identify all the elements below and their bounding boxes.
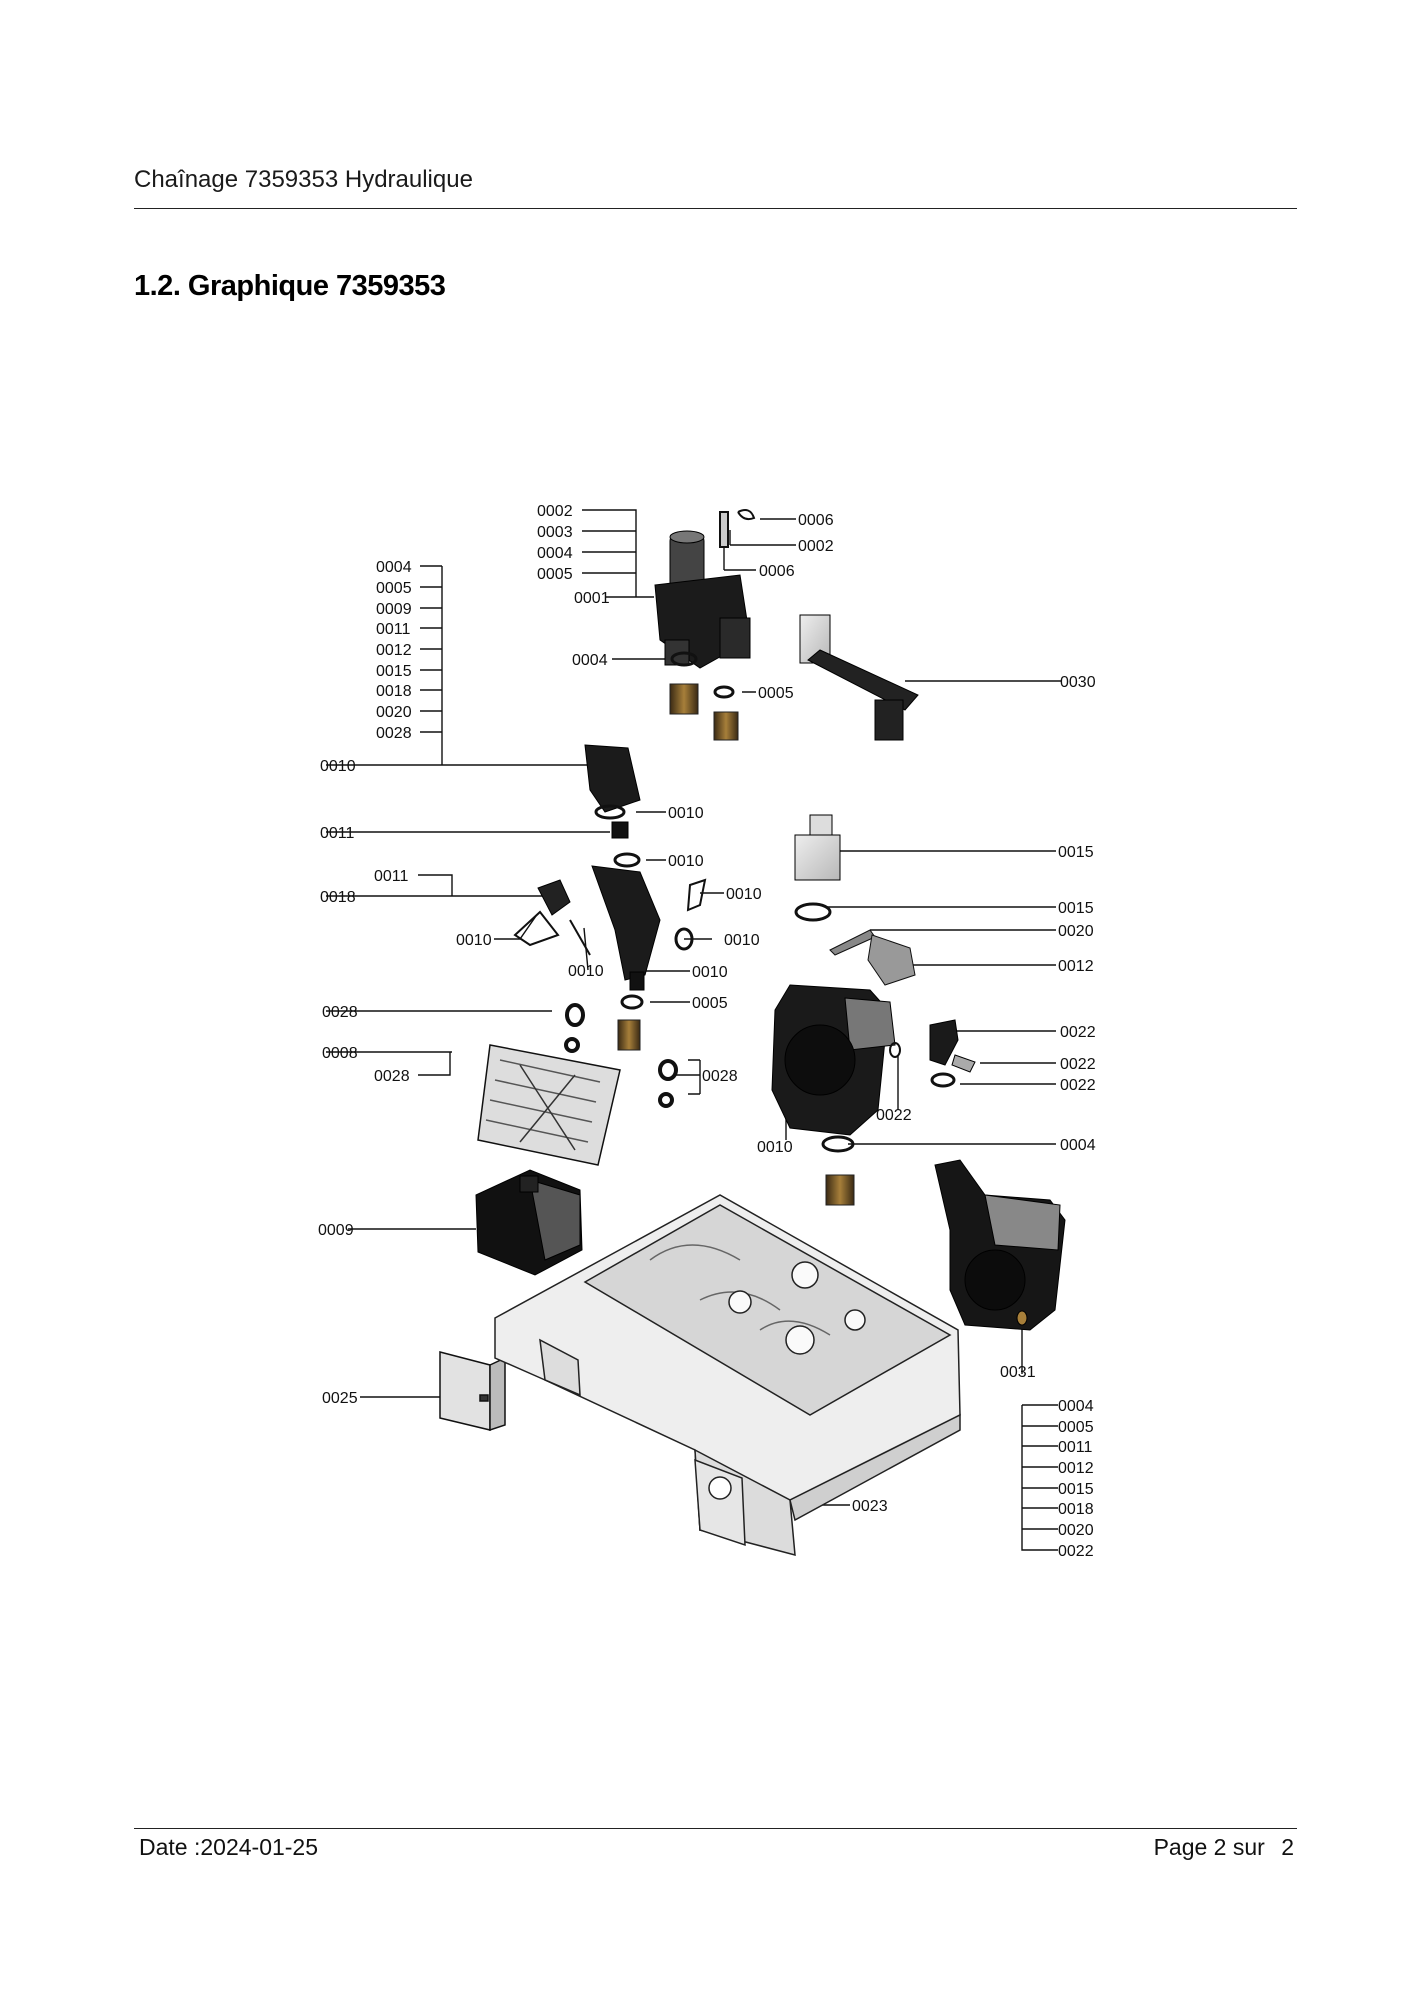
- callout-label: 0031: [1000, 1364, 1036, 1381]
- callout-label: 0010: [692, 964, 728, 981]
- callout-label: 0011: [376, 621, 411, 638]
- footer-divider: [134, 1828, 1297, 1829]
- diverter-valve-part: [654, 530, 751, 669]
- electronics-box-part: [439, 1351, 506, 1432]
- clip-part: [719, 509, 756, 548]
- callout-label: 0012: [1058, 958, 1094, 975]
- o-ring-part: [794, 902, 832, 922]
- callout-label: 0004: [1060, 1137, 1096, 1154]
- callout-label: 0015: [376, 663, 412, 680]
- callout-label: 0025: [322, 1390, 358, 1407]
- document-header-title: Chaînage 7359353 Hydraulique: [134, 166, 473, 193]
- callout-label: 0008: [322, 1045, 358, 1062]
- callout-label: 0005: [692, 995, 728, 1012]
- callout-label: 0010: [757, 1139, 793, 1156]
- flow-limiter-part: [829, 929, 916, 986]
- page-label: Page 2 sur: [1153, 1834, 1265, 1860]
- callout-label: 0004: [376, 559, 412, 576]
- brass-fitting-part: [617, 1019, 641, 1051]
- callout-label: 0002: [798, 538, 834, 555]
- chassis-frame-part: [494, 1194, 961, 1556]
- o-ring-part: [713, 685, 735, 699]
- o-ring-part: [821, 1135, 855, 1153]
- callout-label: 0022: [1058, 1543, 1094, 1560]
- footer-pagination: Page 2 sur 2: [1154, 1834, 1294, 1861]
- callout-label: 0022: [1060, 1056, 1096, 1073]
- callout-label: 0028: [376, 725, 412, 742]
- callout-label: 0022: [876, 1107, 912, 1124]
- bypass-pipe-part: [799, 614, 919, 741]
- callout-label: 0009: [376, 601, 412, 618]
- callout-label: 0010: [568, 963, 604, 980]
- callout-label: 0010: [724, 932, 760, 949]
- elbow-fitting-part: [889, 1019, 976, 1088]
- o-ring-part: [670, 651, 698, 667]
- callout-label: 0015: [1058, 1481, 1094, 1498]
- callout-label: 0030: [1060, 674, 1096, 691]
- o-ring-part: [674, 927, 694, 951]
- callout-label: 0006: [798, 512, 834, 529]
- page-total: 2: [1281, 1834, 1294, 1860]
- circulator-pump-part: [475, 1169, 583, 1276]
- pressure-sensor-part: [537, 879, 571, 916]
- callout-label: 0004: [572, 652, 608, 669]
- callout-label: 0011: [374, 868, 409, 885]
- callout-label: 0010: [726, 886, 762, 903]
- callout-labels: 0002 0003 0004 0005 0001 0006 0002 0006 …: [318, 503, 1096, 1560]
- callout-label: 0003: [537, 524, 573, 541]
- plate-heat-exchanger-part: [477, 1044, 621, 1166]
- callout-label: 0004: [1058, 1398, 1094, 1415]
- callout-label: 0010: [456, 932, 492, 949]
- o-ring-part: [620, 994, 644, 1010]
- brass-fitting-part: [825, 1174, 855, 1206]
- clip-rod-part: [513, 878, 707, 956]
- callout-label: 0020: [1058, 923, 1094, 940]
- callout-label: 0011: [320, 825, 355, 842]
- callout-label: 0010: [668, 805, 704, 822]
- callout-label: 0018: [320, 889, 356, 906]
- callout-label: 0009: [318, 1222, 354, 1239]
- callout-label: 0001: [574, 590, 610, 607]
- callout-label: 0010: [668, 853, 704, 870]
- header-divider: [134, 208, 1297, 209]
- callout-label: 0010: [320, 758, 356, 775]
- callout-label: 0020: [1058, 1522, 1094, 1539]
- callout-label: 0012: [376, 642, 412, 659]
- callout-label: 0011: [1058, 1439, 1093, 1456]
- callout-label: 0022: [1060, 1024, 1096, 1041]
- hydraulic-block-part: [584, 744, 661, 991]
- pump-housing-part: [771, 984, 896, 1136]
- callout-label: 0005: [537, 566, 573, 583]
- callout-label: 0006: [759, 563, 795, 580]
- callout-label: 0028: [374, 1068, 410, 1085]
- callout-label: 0005: [758, 685, 794, 702]
- footer-date: Date :2024-01-25: [139, 1834, 319, 1860]
- callout-label: 0005: [1058, 1419, 1094, 1436]
- brass-fitting-part: [669, 683, 739, 741]
- callout-label: 0012: [1058, 1460, 1094, 1477]
- hydraulic-assembly-part: [934, 1159, 1066, 1331]
- callout-label: 0015: [1058, 900, 1094, 917]
- callout-label: 0015: [1058, 844, 1094, 861]
- callout-label: 0020: [376, 704, 412, 721]
- gasket-part: [564, 1003, 678, 1108]
- callout-label: 0022: [1060, 1077, 1096, 1094]
- callout-label: 0004: [537, 545, 573, 562]
- callout-label: 0018: [376, 683, 412, 700]
- callout-label: 0005: [376, 580, 412, 597]
- callout-label: 0028: [702, 1068, 738, 1085]
- leader-lines: [326, 509, 1062, 1551]
- callout-label: 0002: [537, 503, 573, 520]
- callout-label: 0028: [322, 1004, 358, 1021]
- section-title: 1.2. Graphique 7359353: [134, 270, 446, 302]
- callout-label: 0018: [1058, 1501, 1094, 1518]
- callout-label: 0023: [852, 1498, 888, 1515]
- flow-sensor-part: [794, 814, 841, 881]
